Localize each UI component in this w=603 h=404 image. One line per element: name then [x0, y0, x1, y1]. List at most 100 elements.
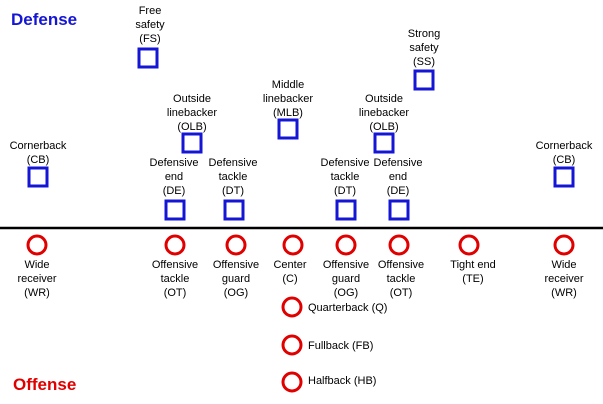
position-label-line: Outside	[173, 93, 211, 105]
position-label-line: safety	[135, 19, 165, 31]
defense-marker-mlb	[277, 118, 299, 140]
offense-marker-wr-right	[553, 234, 575, 256]
defense-marker-de-right	[388, 199, 410, 221]
position-label-line: Fullback (FB)	[308, 340, 373, 352]
position-label-line: (TE)	[462, 273, 483, 285]
position-label-line: tackle	[219, 171, 248, 183]
position-label-hb: Halfback (HB)	[308, 375, 376, 387]
position-label-line: (OG)	[334, 287, 358, 299]
position-label-line: Outside	[365, 93, 403, 105]
position-label-line: guard	[332, 273, 360, 285]
defense-title: Defense	[11, 10, 78, 29]
offense-marker-c	[282, 234, 304, 256]
position-label-line: Defensive	[374, 157, 423, 169]
defense-marker-fs	[137, 47, 159, 69]
position-label-qb: Quarterback (Q)	[308, 302, 387, 314]
position-label-line: (SS)	[413, 56, 435, 68]
position-label-ot-right: Offensive tackle (OT)	[378, 259, 424, 299]
position-label-line: Offensive	[152, 259, 198, 271]
player-te: Tight end (TE)	[450, 234, 496, 285]
position-label-olb-left: Outside linebacker (OLB)	[167, 93, 217, 133]
position-label-line: (CB)	[553, 154, 576, 166]
defense-marker-dt-right	[335, 199, 357, 221]
position-label-line: Wide	[24, 259, 49, 271]
position-label-line: Cornerback	[536, 140, 593, 152]
position-label-line: Defensive	[321, 157, 370, 169]
position-label-cb-left: Cornerback (CB)	[10, 140, 67, 166]
position-label-line: Tight end	[450, 259, 495, 271]
position-label-line: Halfback (HB)	[308, 375, 376, 387]
position-label-line: (OLB)	[369, 121, 398, 133]
position-label-line: (WR)	[24, 287, 50, 299]
position-label-line: (OLB)	[177, 121, 206, 133]
defense-marker-dt-left	[223, 199, 245, 221]
position-label-line: Offensive	[323, 259, 369, 271]
position-label-line: (CB)	[27, 154, 50, 166]
position-label-line: Quarterback (Q)	[308, 302, 387, 314]
position-label-line: (WR)	[551, 287, 577, 299]
position-label-line: linebacker	[167, 107, 217, 119]
player-og-left: Offensive guard (OG)	[213, 234, 259, 299]
position-label-line: (DE)	[387, 185, 410, 197]
player-hb: Halfback (HB)	[281, 371, 376, 393]
position-label-line: (DT)	[222, 185, 244, 197]
position-label-og-left: Offensive guard (OG)	[213, 259, 259, 299]
offense-title: Offense	[13, 375, 77, 394]
position-label-mlb: Middle linebacker (MLB)	[263, 79, 313, 119]
player-cb-left: Cornerback (CB)	[10, 140, 67, 188]
position-label-og-right: Offensive guard (OG)	[323, 259, 369, 299]
position-label-line: tackle	[387, 273, 416, 285]
position-label-line: guard	[222, 273, 250, 285]
offense-marker-wr-left	[26, 234, 48, 256]
position-label-line: end	[389, 171, 407, 183]
position-label-line: (C)	[282, 273, 297, 285]
offense-marker-hb	[281, 371, 303, 393]
position-label-fb: Fullback (FB)	[308, 340, 373, 352]
position-label-line: Defensive	[150, 157, 199, 169]
position-label-line: Cornerback	[10, 140, 67, 152]
defense-marker-olb-right	[373, 132, 395, 154]
position-label-de-right: Defensive end (DE)	[374, 157, 423, 197]
position-label-line: (DE)	[163, 185, 186, 197]
player-cb-right: Cornerback (CB)	[536, 140, 593, 188]
position-label-line: (MLB)	[273, 107, 303, 119]
defense-marker-cb-left	[27, 166, 49, 188]
defense-marker-de-left	[164, 199, 186, 221]
player-de-right: Defensive end (DE)	[374, 157, 423, 221]
position-label-line: (OG)	[224, 287, 248, 299]
position-label-line: Offensive	[213, 259, 259, 271]
offense-marker-fb	[281, 334, 303, 356]
offense-marker-te	[458, 234, 480, 256]
position-label-c: Center (C)	[273, 259, 306, 285]
offense-marker-ot-right	[388, 234, 410, 256]
defense-marker-olb-left	[181, 132, 203, 154]
position-label-line: linebacker	[263, 93, 313, 105]
position-label-cb-right: Cornerback (CB)	[536, 140, 593, 166]
position-label-line: Middle	[272, 79, 304, 91]
position-label-line: safety	[409, 42, 439, 54]
position-label-line: Offensive	[378, 259, 424, 271]
offense-marker-og-left	[225, 234, 247, 256]
defense-marker-cb-right	[553, 166, 575, 188]
player-og-right: Offensive guard (OG)	[323, 234, 369, 299]
position-label-line: Center	[273, 259, 306, 271]
player-qb: Quarterback (Q)	[281, 296, 387, 318]
position-label-line: (OT)	[390, 287, 413, 299]
offense-marker-qb	[281, 296, 303, 318]
